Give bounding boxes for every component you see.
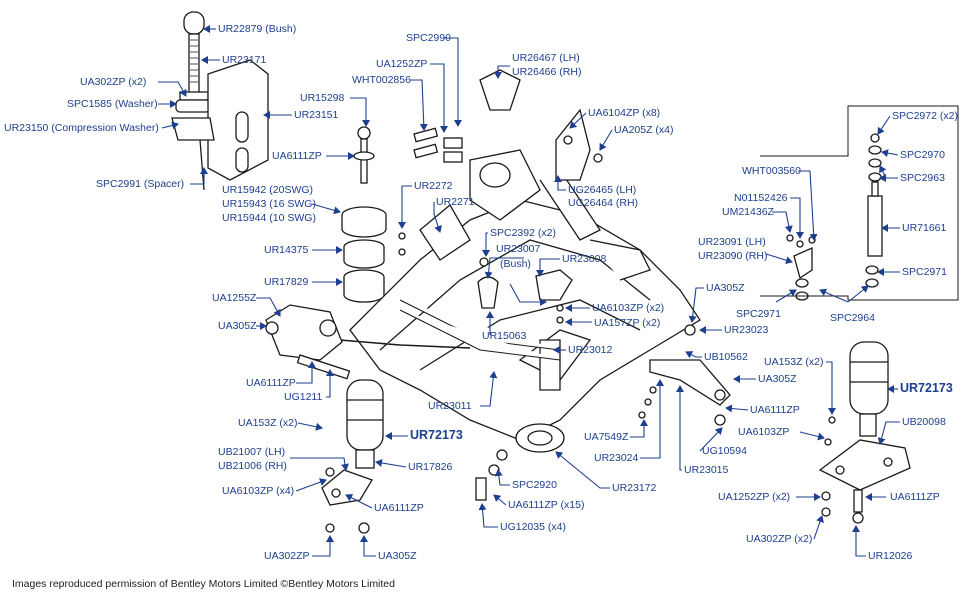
subframe-body — [339, 149, 701, 453]
label-um21436z: UM21436Z — [722, 206, 774, 218]
label-ur23090: UR23090 (RH) — [698, 250, 768, 262]
label-ug26464: UG26464 (RH) — [568, 197, 639, 209]
label-ur26467: UR26467 (LH) — [512, 52, 580, 64]
right-damper — [818, 341, 911, 524]
label-ur71661: UR71661 — [902, 222, 947, 234]
label-ur12026: UR12026 — [868, 550, 913, 562]
label-ua157zp: UA157ZP (x2) — [594, 317, 661, 329]
label-spc2972: SPC2972 (x2) — [892, 110, 958, 122]
label-spc2920: SPC2920 — [512, 479, 557, 491]
label-ub20098: UB20098 — [902, 416, 946, 428]
label-ur23011: UR23011 — [428, 400, 472, 412]
label-spc2990: SPC2990 — [406, 32, 451, 44]
label-ug12035: UG12035 (x4) — [500, 521, 566, 533]
right-link — [638, 324, 731, 426]
label-ur23150: UR23150 (Compression Washer) — [4, 122, 159, 134]
label-ur15944: UR15944 (10 SWG) — [222, 212, 316, 224]
label-ua205z: UA205Z (x4) — [614, 124, 674, 136]
bracket-top-right — [413, 69, 603, 181]
fasteners — [398, 232, 564, 501]
label-ur2272: UR2272 — [414, 180, 453, 192]
label-ur23172: UR23172 — [612, 482, 657, 494]
label-ua6103zp-x4: UA6103ZP (x4) — [222, 485, 295, 497]
label-ur23151: UR23151 — [294, 109, 339, 121]
label-ua1252zp-x2: UA1252ZP (x2) — [718, 491, 791, 503]
label-ur23012: UR23012 — [568, 344, 613, 356]
label-ua6103zp-r: UA6103ZP — [738, 426, 790, 438]
label-spc2392: SPC2392 (x2) — [490, 227, 556, 239]
label-ua305z-left: UA305Z — [218, 320, 257, 332]
label-ur2271: UR2271 — [436, 196, 475, 208]
left-damper — [321, 379, 384, 534]
label-ub10562: UB10562 — [704, 351, 748, 363]
label-n01152426: N01152426 — [734, 192, 788, 204]
label-ur72173-left: UR72173 — [410, 428, 463, 442]
label-ur23024: UR23024 — [594, 452, 639, 464]
label-ua302zp-top: UA302ZP (x2) — [80, 76, 147, 88]
label-wht003560: WHT003560 — [742, 165, 801, 177]
label-ua305z-mid: UA305Z — [706, 282, 745, 294]
levelling-ram — [786, 133, 883, 301]
label-ua153z-right: UA153Z (x2) — [764, 356, 824, 368]
label-wht002856: WHT002856 — [352, 74, 411, 86]
label-ur23008: UR23008 — [562, 253, 607, 265]
label-ur26466: UR26466 (RH) — [512, 66, 582, 78]
left-mount — [265, 304, 351, 380]
label-ua1252zp: UA1252ZP — [376, 58, 428, 70]
label-ua6111zp-a: UA6111ZP — [272, 150, 322, 162]
label-ua6111zp-x15: UA6111ZP (x15) — [508, 499, 585, 511]
label-spc2971-a: SPC2971 — [736, 308, 781, 320]
center-bush — [477, 269, 573, 309]
label-ug10594: UG10594 — [702, 445, 747, 457]
label-ug1211: UG1211 — [284, 391, 323, 403]
label-ur17826: UR17826 — [408, 461, 453, 473]
label-ur15943: UR15943 (16 SWG) — [222, 198, 316, 210]
label-ur17829: UR17829 — [264, 276, 309, 288]
label-ua305z-bl: UA305Z — [378, 550, 417, 562]
label-ua153z-left: UA153Z (x2) — [238, 417, 298, 429]
drawing-group — [171, 11, 911, 534]
spring-pan-stack — [341, 126, 387, 303]
label-ur23007-bush: (Bush) — [500, 258, 531, 270]
label-ur15298: UR15298 — [300, 92, 345, 104]
label-ua302zp-bl: UA302ZP — [264, 550, 310, 562]
levelling-group-outline — [760, 105, 959, 301]
label-ur23007: UR23007 — [496, 243, 541, 255]
label-spc2963: SPC2963 — [900, 172, 945, 184]
label-ub21006: UB21006 (RH) — [218, 460, 287, 472]
label-ub21007: UB21007 (LH) — [218, 446, 286, 458]
label-spc2964: SPC2964 — [830, 312, 875, 324]
leader-lines — [158, 25, 900, 557]
label-ua6111zp-d: UA6111ZP — [750, 404, 800, 416]
bump-stop-assembly — [171, 11, 269, 191]
label-ur14375: UR14375 — [264, 244, 309, 256]
label-ua1255z: UA1255Z — [212, 292, 257, 304]
label-ur15942: UR15942 (20SWG) — [222, 184, 314, 196]
label-ug26465: UG26465 (LH) — [568, 184, 637, 196]
label-ur15063: UR15063 — [482, 330, 527, 342]
label-ua305z-mid2: UA305Z — [758, 373, 797, 385]
label-ua6103zp-x2: UA6103ZP (x2) — [592, 302, 665, 314]
label-spc1585: SPC1585 (Washer) — [67, 98, 158, 110]
label-ua6111zp-e: UA6111ZP — [890, 491, 940, 503]
label-ua6111zp-c: UA6111ZP — [374, 502, 424, 514]
label-ua7549z: UA7549Z — [584, 431, 629, 443]
label-spc2991: SPC2991 (Spacer) — [96, 178, 185, 190]
label-ur23091: UR23091 (LH) — [698, 236, 766, 248]
label-ua6111zp-b: UA6111ZP — [246, 377, 296, 389]
copyright-credit: Images reproduced permission of Bentley … — [12, 578, 395, 590]
label-spc2971-b: SPC2971 — [902, 266, 947, 278]
label-ua6104zp: UA6104ZP (x8) — [588, 107, 661, 119]
label-ur72173-right: UR72173 — [900, 381, 953, 395]
label-ur22879: UR22879 (Bush) — [218, 23, 297, 35]
label-ur23023: UR23023 — [724, 324, 769, 336]
label-ua302zp-x2-r: UA302ZP (x2) — [746, 533, 813, 545]
label-spc2970: SPC2970 — [900, 149, 945, 161]
label-ur23015: UR23015 — [684, 464, 729, 476]
label-ur23171: UR23171 — [222, 54, 267, 66]
